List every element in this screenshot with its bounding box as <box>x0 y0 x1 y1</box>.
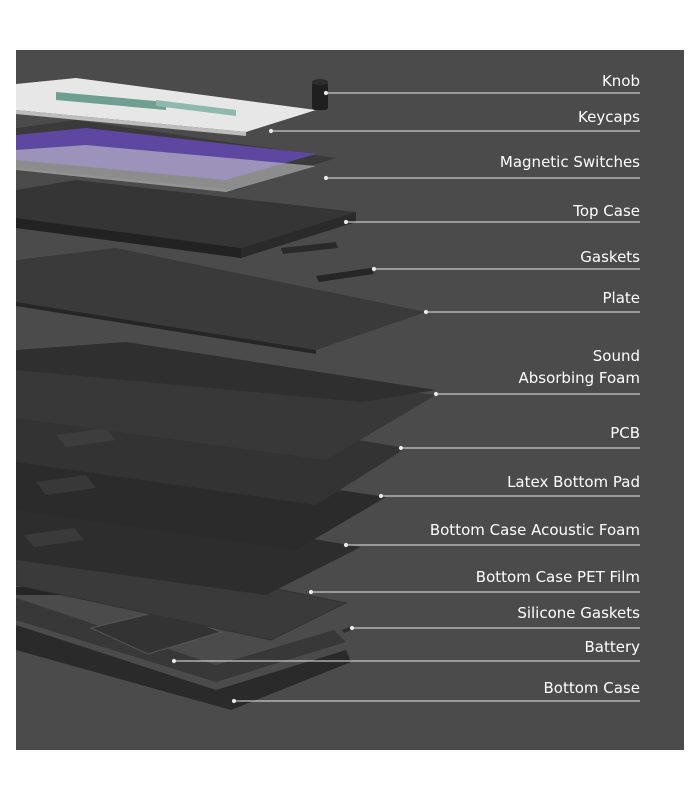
plate-layer <box>16 248 426 354</box>
plate-label: Plate <box>602 289 640 307</box>
gaskets-label: Gaskets <box>580 248 640 266</box>
label-silicone-gaskets: Silicone Gaskets <box>517 602 640 624</box>
label-gaskets: Gaskets <box>580 246 640 268</box>
label-pcb: PCB <box>610 422 640 444</box>
label-plate: Plate <box>602 287 640 309</box>
knob-label: Knob <box>601 72 640 90</box>
label-bottom-case-acoustic-foam: Bottom Case Acoustic Foam <box>430 519 640 541</box>
keyboard-layers-illustration <box>16 78 640 710</box>
bottom-case-pet-film-label: Bottom Case PET Film <box>475 568 640 586</box>
label-sound-absorbing-foam: Sound Absorbing Foam <box>518 345 640 389</box>
latex-bottom-pad-label: Latex Bottom Pad <box>507 473 640 491</box>
label-knob: Knob <box>602 70 640 92</box>
bottom-case-acoustic-foam-label: Bottom Case Acoustic Foam <box>429 521 640 539</box>
sound-foam-label-line2: Absorbing Foam <box>518 369 640 387</box>
top-case-label: Top Case <box>573 202 640 220</box>
keycaps-label: Keycaps <box>578 108 640 126</box>
bottom-case-label: Bottom Case <box>543 679 641 697</box>
label-latex-bottom-pad: Latex Bottom Pad <box>507 471 640 493</box>
label-battery: Battery <box>584 636 640 658</box>
magnetic-switches-label: Magnetic Switches <box>499 153 640 171</box>
gaskets-part <box>281 242 374 282</box>
silicone-gaskets-label: Silicone Gaskets <box>517 604 640 622</box>
label-bottom-case: Bottom Case <box>544 677 641 699</box>
top-case-layer <box>16 180 356 258</box>
exploded-keyboard-diagram: Knob Keycaps Magnetic Switches Top Case … <box>16 50 684 750</box>
acoustic-foam-layer <box>16 502 361 595</box>
magnetic-switches-layer <box>16 120 336 192</box>
sound-foam-label-line1: Sound <box>592 347 640 365</box>
latex-bottom-pad-layer <box>16 455 386 550</box>
sound-foam-layer <box>16 342 436 460</box>
leader-lines <box>171 90 640 704</box>
knob-part <box>312 79 328 110</box>
pcb-label: PCB <box>610 424 640 442</box>
label-top-case: Top Case <box>573 200 640 222</box>
keycaps-layer <box>16 78 316 136</box>
label-bottom-case-pet-film: Bottom Case PET Film <box>476 566 640 588</box>
label-magnetic-switches: Magnetic Switches <box>500 151 640 173</box>
label-keycaps: Keycaps <box>578 106 640 128</box>
battery-label: Battery <box>584 638 640 656</box>
